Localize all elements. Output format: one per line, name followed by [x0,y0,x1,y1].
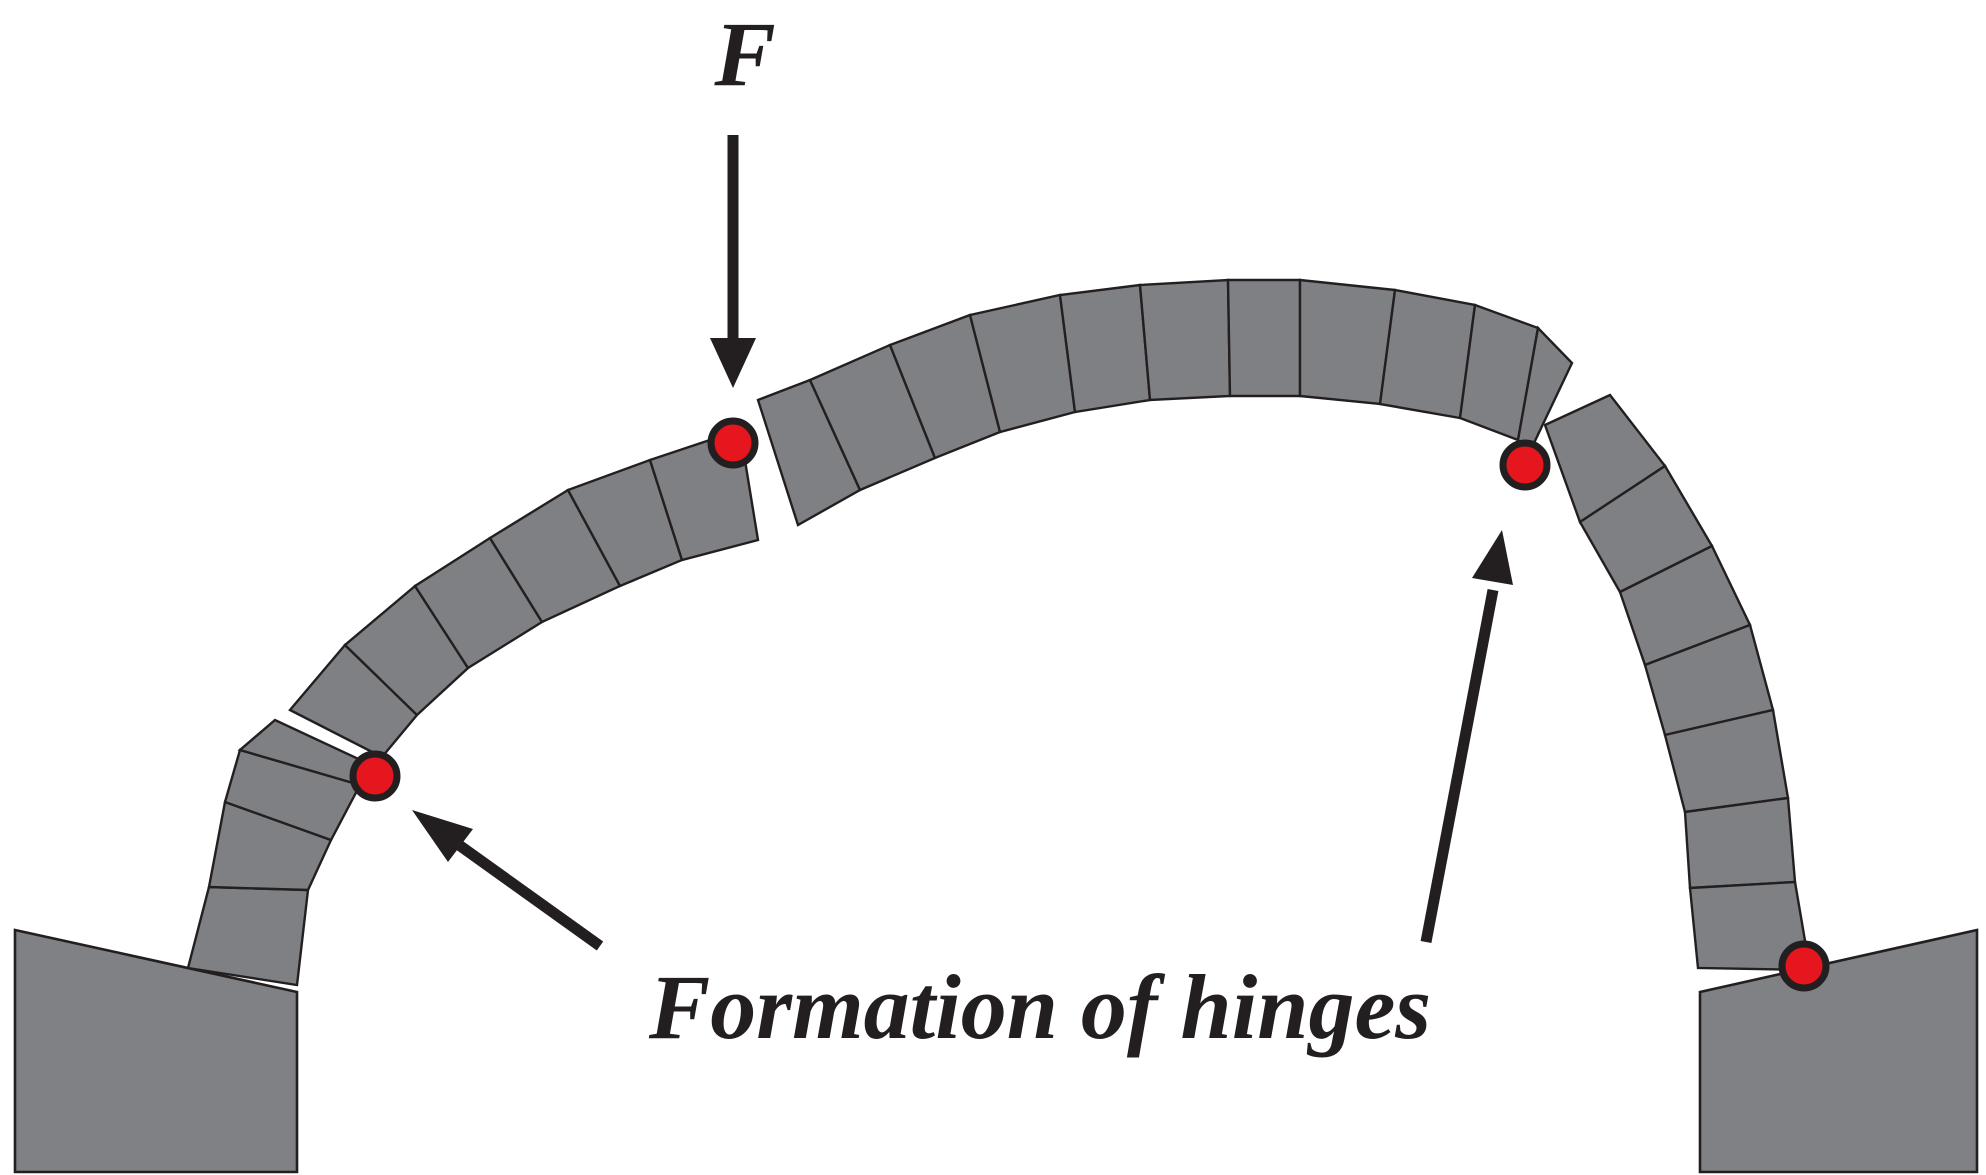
arch-segment-right [1543,393,1812,972]
voussoir [1226,278,1302,398]
force-arrow [710,135,756,388]
hinge-marker-right-haunch [1499,439,1551,491]
caption: Formation of hinges [648,956,1431,1058]
voussoir [186,885,310,987]
voussoir [1138,278,1232,402]
hinge-marker-right-springing [1778,940,1830,992]
voussoir [1298,278,1397,406]
force-label: F [713,3,775,105]
voussoir [1378,288,1477,420]
arch-segment-crown [756,278,1574,527]
pointer-arrow-left [412,810,604,951]
right-abutment [1698,928,1979,1174]
voussoir [1058,283,1152,414]
arch-segment-left-upper [288,428,760,759]
hinge-marker-load-point [707,417,759,469]
pointer-arrow-right [1420,530,1513,944]
voussoir [1683,796,1797,890]
arch-segment-left-lower [186,718,385,987]
hinge-marker-left-springing [349,750,401,802]
